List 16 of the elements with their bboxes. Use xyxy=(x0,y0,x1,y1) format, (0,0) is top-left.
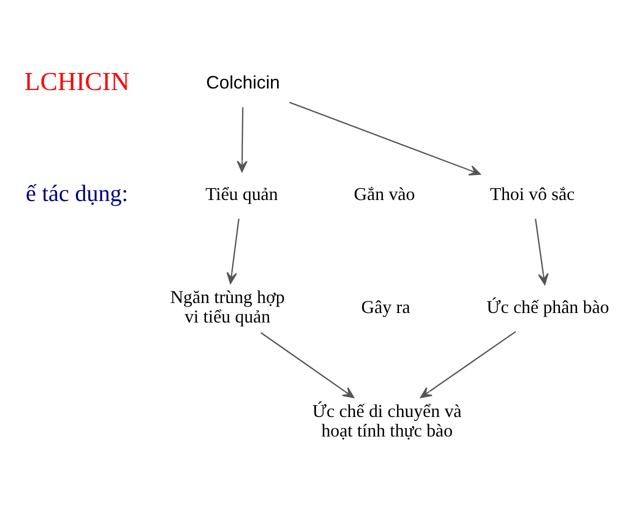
arrow xyxy=(289,102,481,176)
arrow xyxy=(226,218,240,284)
arrow xyxy=(260,332,354,398)
arrow xyxy=(534,218,549,286)
label: LCHICIN xyxy=(24,67,130,96)
node-text: Colchicin xyxy=(206,72,280,92)
arrow xyxy=(236,107,248,172)
node-text: Ngăn trùng hợp vi tiểu quản xyxy=(170,287,285,327)
label: Gắn vào xyxy=(354,184,415,204)
node-text: Ức chế di chuyển và hoạt tính thực bào xyxy=(312,401,462,441)
node-text: Tiểu quản xyxy=(205,184,278,204)
label: ế tác dụng: xyxy=(26,180,128,207)
node-text: Ức chế phân bào xyxy=(486,296,610,317)
label: Gây ra xyxy=(361,296,410,317)
node-text: Thoi vô sắc xyxy=(490,184,575,204)
arrow xyxy=(420,331,516,398)
